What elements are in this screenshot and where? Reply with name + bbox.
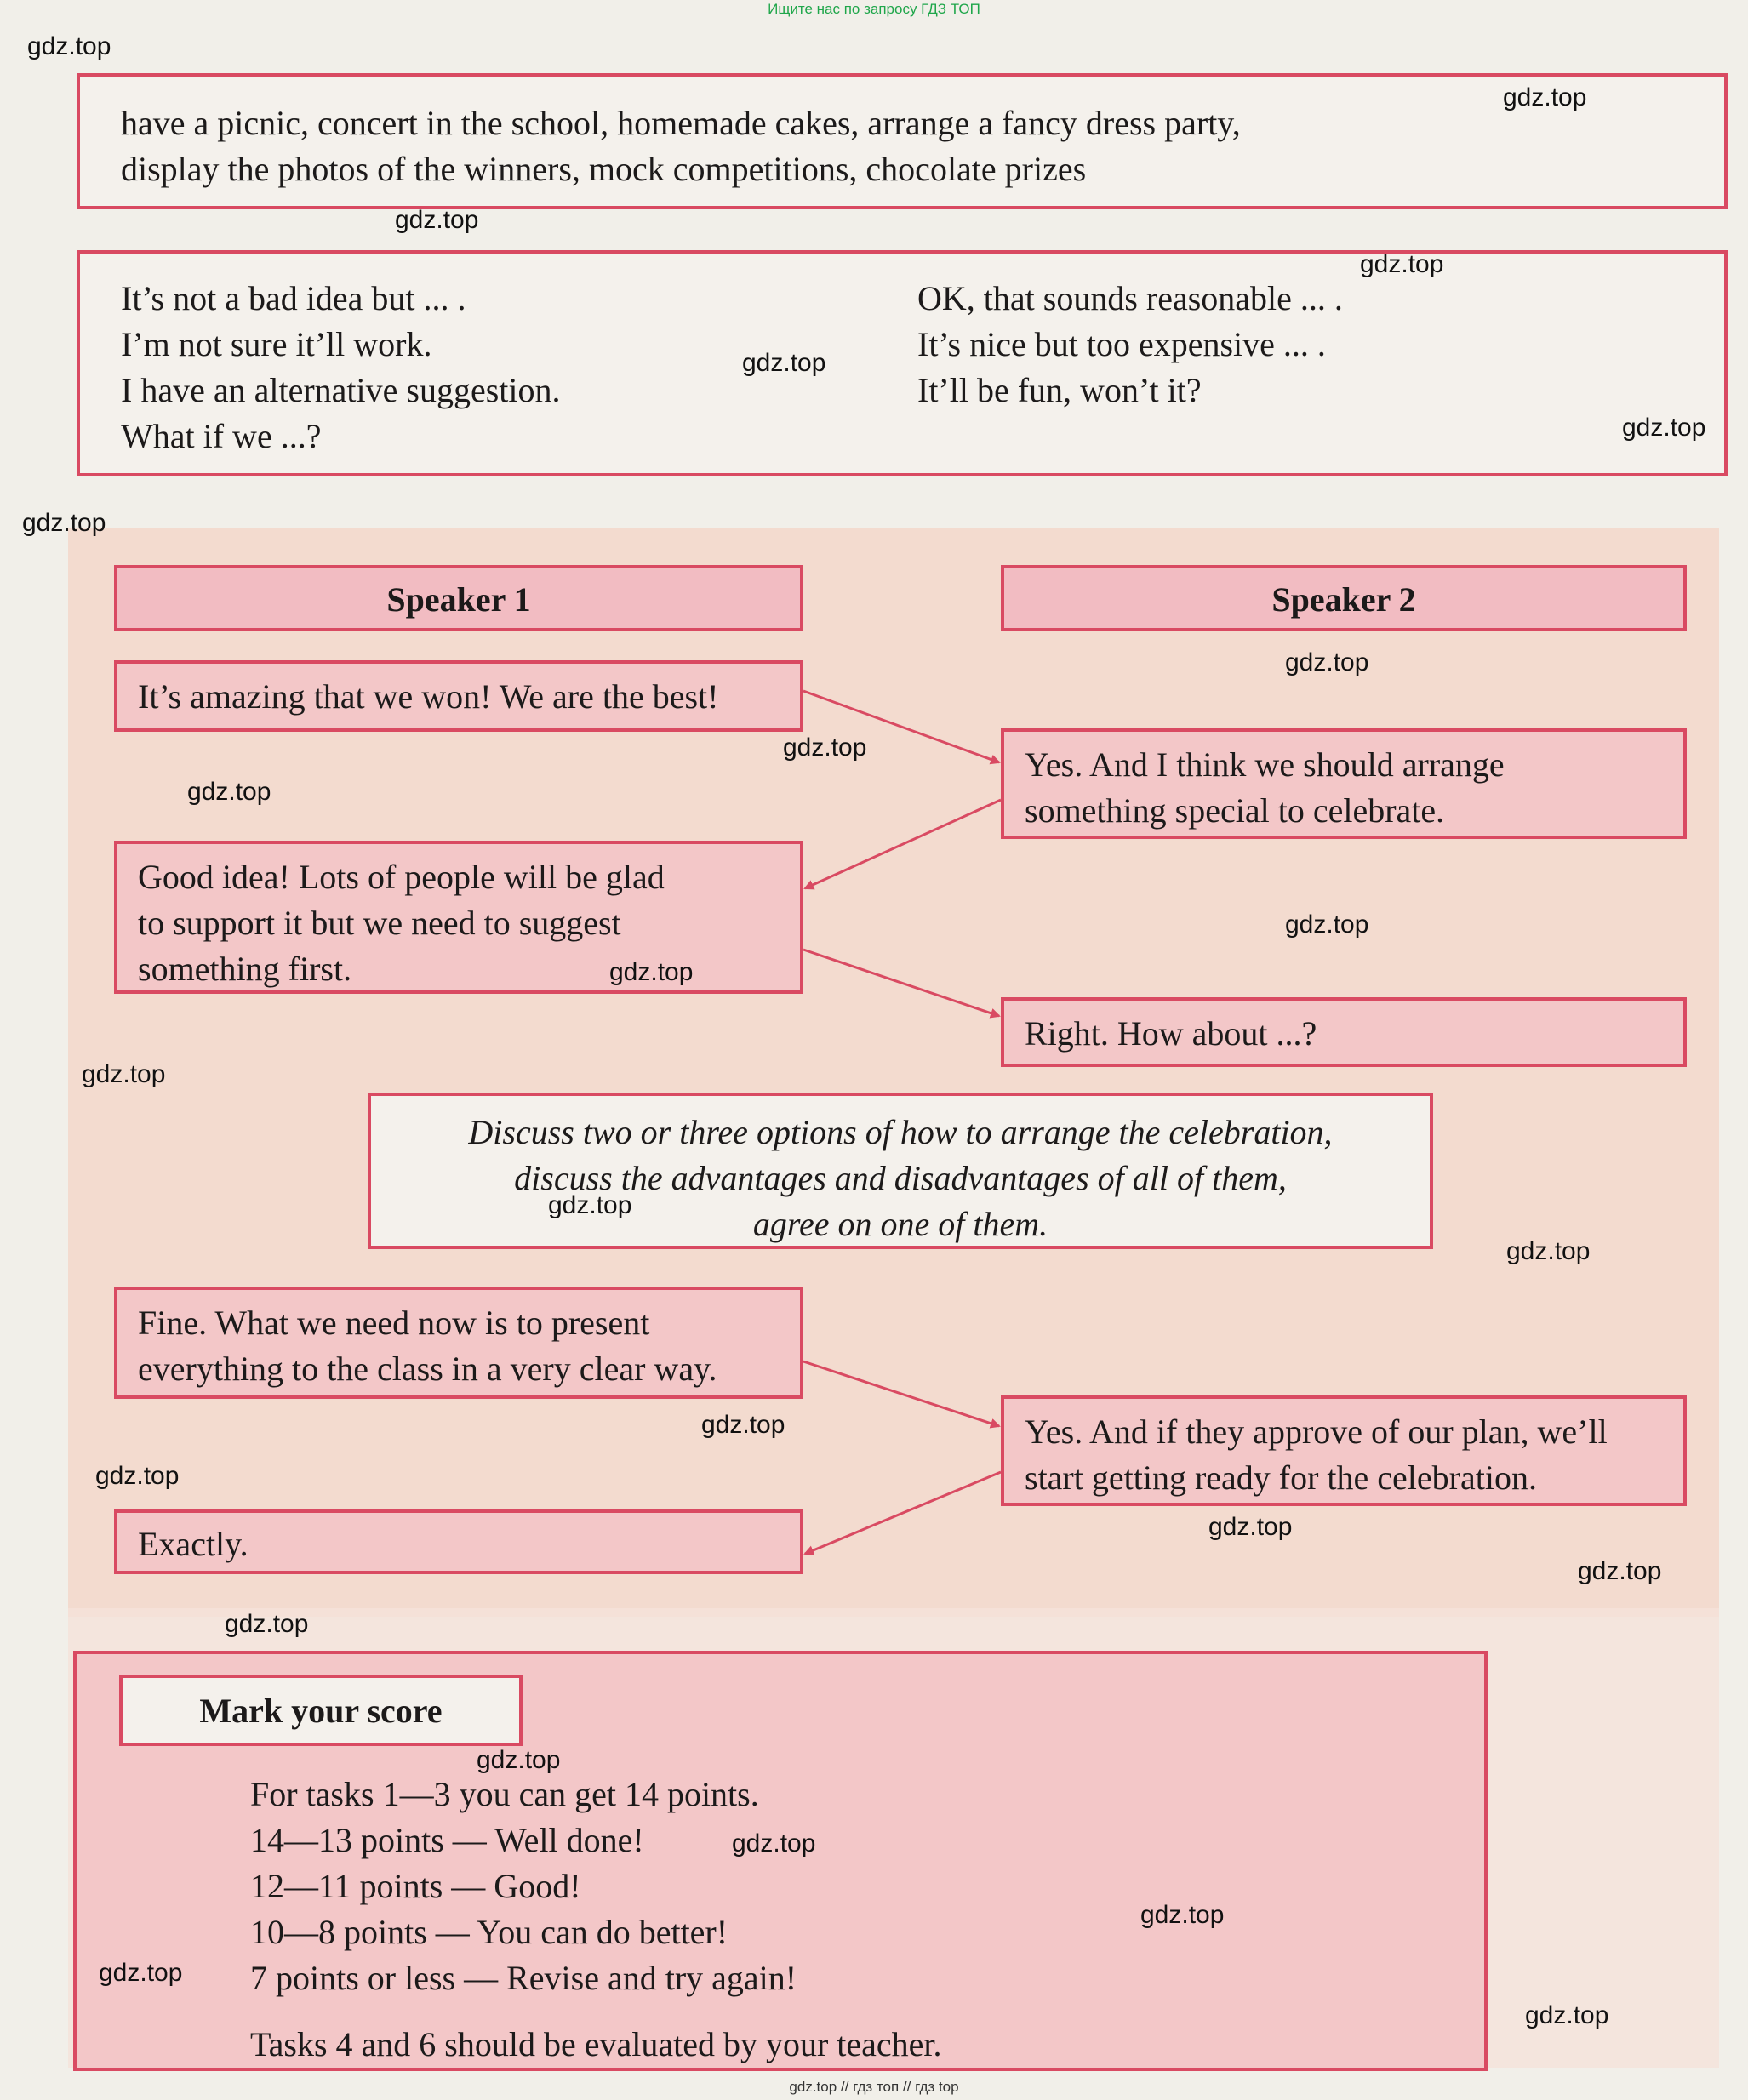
arrow [803, 1360, 1001, 1429]
arrow [803, 689, 1001, 765]
watermark: gdz.top [22, 509, 106, 537]
watermark: gdz.top [82, 1060, 166, 1088]
speaker2-line: Yes. And if they approve of our plan, we… [1001, 1395, 1687, 1506]
arrow [803, 1470, 1002, 1555]
speaker1-label: Speaker 1 [114, 565, 803, 631]
ideas-line: have a picnic, concert in the school, ho… [121, 104, 1241, 142]
score-footer: Tasks 4 and 6 should be evaluated by you… [250, 2025, 942, 2063]
phrase: OK, that sounds reasonable ... . [917, 279, 1343, 317]
watermark: gdz.top [1360, 250, 1444, 278]
watermark: gdz.top [477, 1746, 561, 1774]
phrases-box: It’s not a bad idea but ... . I’m not su… [77, 250, 1728, 476]
phrase: I have an alternative suggestion. [121, 371, 561, 409]
phrase: What if we ...? [121, 417, 322, 455]
watermark: gdz.top [701, 1411, 785, 1439]
score-box: For tasks 1—3 you can get 14 points. 14—… [73, 1651, 1488, 2071]
score-line: 10—8 points — You can do better! [250, 1913, 728, 1951]
watermark: gdz.top [27, 32, 111, 60]
speaker1-line: Good idea! Lots of people will be glad t… [114, 841, 803, 994]
watermark: gdz.top [1208, 1513, 1293, 1541]
speaker1-line: It’s amazing that we won! We are the bes… [114, 660, 803, 732]
speaker2-line: Right. How about ...? [1001, 997, 1687, 1067]
phrase: It’s not a bad idea but ... . [121, 279, 466, 317]
watermark: gdz.top [742, 349, 826, 377]
score-title: Mark your score [119, 1675, 523, 1746]
speaker2-label: Speaker 2 [1001, 565, 1687, 631]
bottom-note: gdz.top // гдз топ // гдз top [789, 2079, 959, 2095]
watermark: gdz.top [1285, 910, 1369, 939]
score-line: 14—13 points — Well done! [250, 1821, 644, 1859]
watermark: gdz.top [609, 958, 694, 986]
arrow [803, 948, 1001, 1019]
speaker2-line: Yes. And I think we should arrange somet… [1001, 728, 1687, 839]
watermark: gdz.top [99, 1959, 183, 1987]
watermark: gdz.top [1525, 2001, 1609, 2029]
score-line: 7 points or less — Revise and try again! [250, 1959, 797, 1997]
watermark: gdz.top [783, 733, 867, 762]
speaker1-line: Fine. What we need now is to present eve… [114, 1287, 803, 1399]
ideas-line: display the photos of the winners, mock … [121, 150, 1087, 188]
phrase: I’m not sure it’ll work. [121, 325, 432, 363]
watermark: gdz.top [1506, 1237, 1591, 1265]
watermark: gdz.top [732, 1829, 816, 1857]
phrases-left: It’s not a bad idea but ... . I’m not su… [121, 276, 560, 459]
watermark: gdz.top [1622, 414, 1706, 442]
watermark: gdz.top [1140, 1901, 1225, 1929]
top-note: Ищите нас по запросу ГДЗ ТОП [768, 1, 980, 17]
watermark: gdz.top [1503, 83, 1587, 111]
ideas-box: have a picnic, concert in the school, ho… [77, 73, 1728, 209]
phrase: It’s nice but too expensive ... . [917, 325, 1326, 363]
watermark: gdz.top [225, 1610, 309, 1638]
phrases-right: OK, that sounds reasonable ... . It’s ni… [917, 276, 1343, 414]
watermark: gdz.top [187, 778, 271, 806]
score-lines: For tasks 1—3 you can get 14 points. 14—… [250, 1772, 797, 2001]
watermark: gdz.top [395, 206, 479, 234]
score-line: 12—11 points — Good! [250, 1867, 581, 1905]
task-box: Discuss two or three options of how to a… [368, 1093, 1433, 1249]
watermark: gdz.top [95, 1462, 180, 1490]
phrase: It’ll be fun, won’t it? [917, 371, 1202, 409]
watermark: gdz.top [1578, 1557, 1662, 1585]
speaker1-line: Exactly. [114, 1509, 803, 1574]
watermark: gdz.top [1285, 648, 1369, 676]
arrow [803, 798, 1002, 890]
watermark: gdz.top [548, 1191, 632, 1219]
score-line: For tasks 1—3 you can get 14 points. [250, 1775, 759, 1813]
